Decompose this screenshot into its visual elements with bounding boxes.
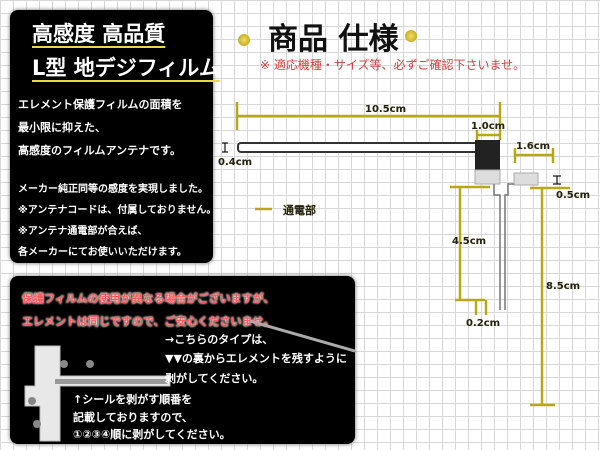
dim-connector-height: 0.5cm	[556, 190, 591, 201]
order-line: ①②③④順に剥がしてください。	[73, 428, 231, 441]
instruction-panel: 保護フィルムの使用が異なる場合がございますが、 エレメントは同じですので、ご安心…	[10, 276, 355, 444]
feature-line: 最小限に抑えた、	[18, 121, 106, 134]
decor-dot-icon	[238, 34, 250, 46]
antenna-head	[475, 140, 500, 170]
type-line: 剥がしてください。	[165, 372, 264, 385]
order-line: ↑シールを剥がす順番を	[73, 393, 193, 406]
type-line: ▼▼の裏からエレメントを残すように	[165, 352, 347, 365]
dim-connector-width: 1.6cm	[516, 141, 551, 152]
dim-strip-width: 0.4cm	[218, 157, 253, 168]
spec-note: ※ 適応機種・サイズ等、必ずご確認下さいませ。	[260, 58, 526, 72]
headline-2: L型 地デジフィルム	[32, 56, 220, 80]
feature-line: 高感度のフィルムアンテナです。	[18, 144, 182, 157]
feature-line: ※アンテナコードは、付属しておりません。	[18, 205, 217, 216]
feature-line: ※アンテナ通電部が合えば、	[18, 226, 148, 237]
type-line: →こちらのタイプは、	[165, 333, 274, 346]
dim-lead-long: 8.5cm	[546, 281, 581, 292]
feature-line: エレメント保護フィルムの面積を	[18, 98, 183, 111]
notice-line: エレメントは同じですので、ご安心くださいませ。	[22, 315, 275, 328]
dim-length: 10.5cm	[365, 104, 407, 115]
decor-dot-icon	[405, 30, 417, 42]
headline-1: 高感度 高品質	[32, 22, 166, 46]
spec-title: 商品 仕様	[268, 22, 399, 57]
feature-line: 各メーカーにてお使いいただけます。	[18, 247, 187, 258]
feature-line: メーカー純正同等の感度を実現しました。	[18, 184, 208, 195]
order-line: 記載しておりますので、	[73, 411, 193, 424]
dim-head-width: 1.0cm	[471, 121, 506, 132]
feature-panel: 高感度 高品質 L型 地デジフィルム エレメント保護フィルムの面積を 最小限に抑…	[10, 10, 220, 263]
film-illustration	[24, 319, 355, 442]
dim-lead-width: 0.2cm	[466, 318, 501, 329]
legend-conductive: 通電部	[283, 204, 316, 217]
dim-lead-short: 4.5cm	[452, 236, 487, 247]
notice-line: 保護フィルムの使用が異なる場合がございますが、	[22, 292, 275, 305]
